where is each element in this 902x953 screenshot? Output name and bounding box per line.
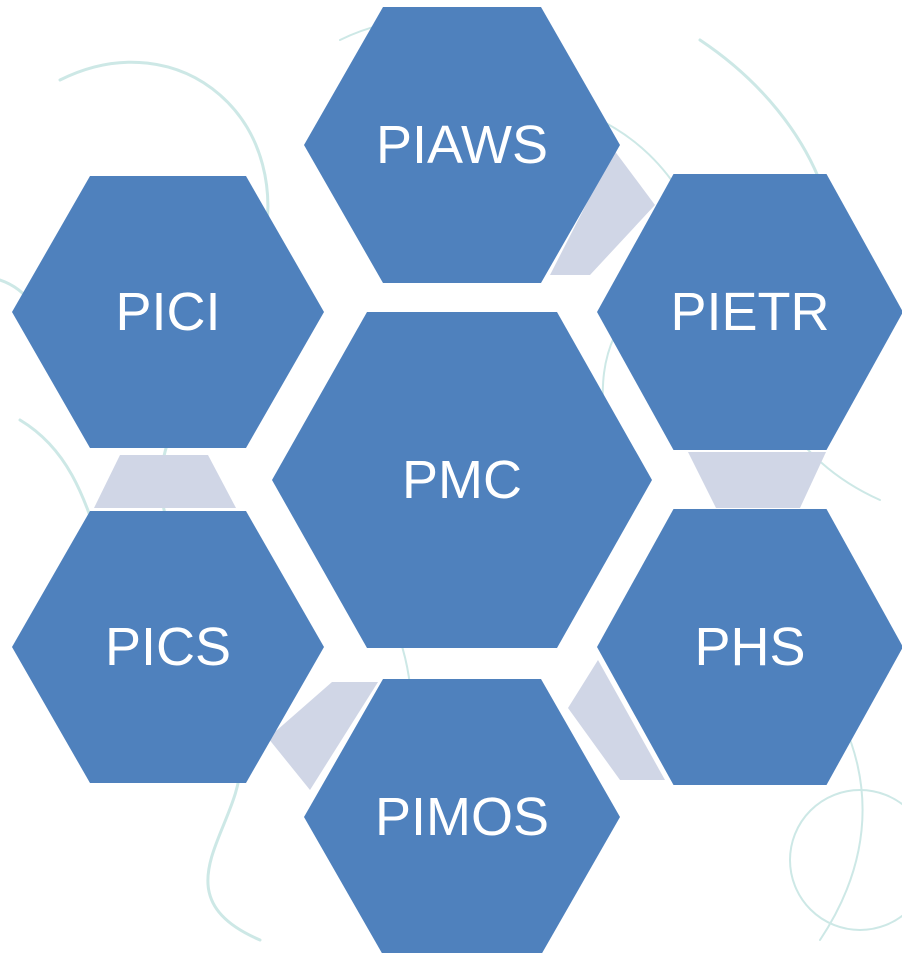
hexagon-upper-left: PICI — [12, 176, 324, 448]
hexagon-layer: PIAWS PIETR PHS PIMOS PICS PICI PMC — [12, 7, 902, 953]
hexagon-shape-center — [272, 312, 652, 648]
hexagon-shape-lower-right — [597, 509, 902, 785]
hexagon-shape-upper-left — [12, 176, 324, 448]
connector-lower-left-upper-left — [94, 455, 236, 508]
hexagon-label-center: PMC — [402, 450, 522, 510]
hexagon-lower-left: PICS — [12, 511, 324, 783]
hexagon-label-lower-right: PHS — [694, 617, 805, 677]
hexagon-center: PMC — [272, 312, 652, 648]
hexagon-shape-upper-right — [597, 174, 902, 450]
hexagon-upper-right: PIETR — [597, 174, 902, 450]
connector-bottom-lower-left — [268, 682, 378, 790]
hexagon-label-top: PIAWS — [376, 115, 548, 175]
connector-top-upper-right — [550, 150, 655, 275]
hexagon-label-lower-left: PICS — [105, 617, 231, 677]
hexagon-label-bottom: PIMOS — [375, 787, 549, 847]
hexagon-label-upper-right: PIETR — [670, 282, 829, 342]
hexagon-shape-top — [304, 7, 620, 283]
hexagon-lower-right: PHS — [597, 509, 902, 785]
connector-layer — [94, 150, 826, 790]
hexagon-shape-bottom — [304, 679, 620, 953]
hexagon-top: PIAWS — [304, 7, 620, 283]
hexagon-shape-lower-left — [12, 511, 324, 783]
connector-upper-right-lower-right — [688, 452, 826, 508]
hexagon-label-upper-left: PICI — [115, 282, 220, 342]
connector-lower-right-bottom — [568, 660, 665, 780]
hexagon-bottom: PIMOS — [304, 679, 620, 953]
